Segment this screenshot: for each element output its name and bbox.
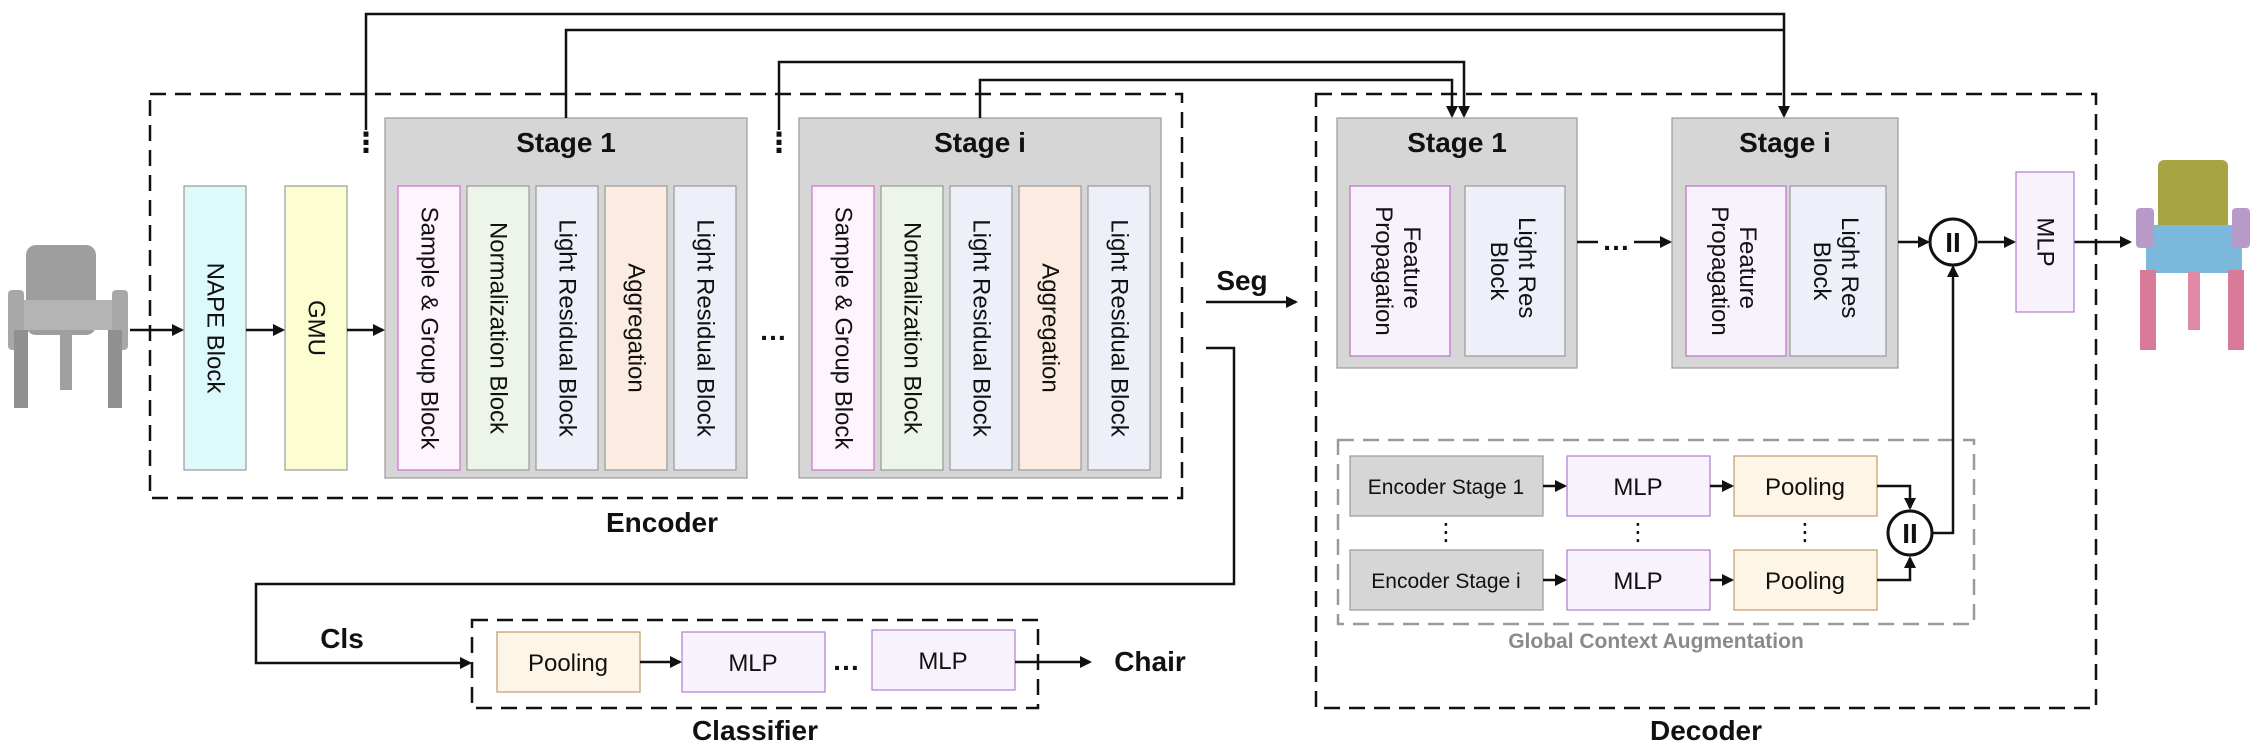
encoder-stage1-normalization bbox=[466, 185, 530, 471]
enc-s1-block-label-2: Light Residual Block bbox=[554, 219, 581, 437]
classifier-ellipsis: … bbox=[832, 645, 860, 676]
enc-si-block-label-1: Normalization Block bbox=[899, 222, 926, 435]
decoder-title: Decoder bbox=[1650, 715, 1762, 746]
gca-pooling-1-label: Pooling bbox=[1765, 474, 1845, 501]
encoder-stage1-light-residual-2 bbox=[673, 185, 737, 471]
enc-s1-block-label-3: Aggregation bbox=[623, 263, 650, 392]
decoder-stage1-title: Stage 1 bbox=[1407, 127, 1507, 158]
encoder-stage1-sample-group bbox=[397, 185, 461, 471]
enc-s1-block-label-4: Light Residual Block bbox=[692, 219, 719, 437]
cls-label: Cls bbox=[320, 623, 364, 654]
classifier-output: Chair bbox=[1114, 646, 1186, 677]
decoder: Stage 1 Stage i Feature Propagation Ligh… bbox=[1314, 92, 2132, 746]
decoder-mlp-label: MLP bbox=[2032, 217, 2059, 266]
encoder-stagei-light-residual-1 bbox=[949, 185, 1013, 471]
enc-si-block-label-2: Light Residual Block bbox=[968, 219, 995, 437]
branch-arrows bbox=[254, 296, 1298, 669]
gca-vdots-2: ⋮ bbox=[1626, 519, 1650, 546]
decoder-concat-symbol: II bbox=[1945, 227, 1961, 258]
dec-si-lrb-line1: Light Res bbox=[1836, 217, 1863, 318]
dec-si-fp-label: Feature Propagation bbox=[1706, 206, 1761, 335]
gca-title: Global Context Augmentation bbox=[1508, 630, 1804, 653]
gca-concat-node bbox=[1886, 509, 1934, 557]
encoder-stagei-aggregation bbox=[1018, 185, 1082, 471]
encoder-stagei-normalization bbox=[880, 185, 944, 471]
dec-si-fp-line1: Feature bbox=[1734, 226, 1761, 309]
enc-si-block-label-0: Sample & Group Block bbox=[830, 207, 857, 451]
gca-mlp-2 bbox=[1566, 549, 1711, 611]
encoder-stagei-title: Stage i bbox=[934, 127, 1026, 158]
gca-pooling-1 bbox=[1733, 455, 1878, 517]
dec-si-lrb-line2: Block bbox=[1808, 242, 1835, 302]
gca-encoder-stagei bbox=[1349, 549, 1544, 611]
classifier-title: Classifier bbox=[692, 715, 818, 746]
classifier-frame bbox=[470, 618, 1040, 710]
decoder-mlp bbox=[2015, 171, 2075, 313]
gca-vdots-3: ⋮ bbox=[1793, 519, 1817, 546]
encoder-vdots-1: ⋮ bbox=[352, 127, 380, 158]
gca-pooling-2-label: Pooling bbox=[1765, 568, 1845, 595]
gca-encoder-stage1-label: Encoder Stage 1 bbox=[1368, 476, 1524, 499]
encoder: Stage 1 Stage i NAPE Block GMU Sample & … bbox=[148, 92, 1184, 538]
decoder-stagei-title: Stage i bbox=[1739, 127, 1831, 158]
encoder-stage-ellipsis: … bbox=[759, 315, 787, 346]
decoder-frame bbox=[1314, 92, 2098, 710]
nape-block-label: NAPE Block bbox=[202, 263, 229, 395]
gmu-block-label: GMU bbox=[303, 300, 330, 356]
gmu-block bbox=[284, 185, 348, 471]
gca-encoder-stage1 bbox=[1349, 455, 1544, 517]
skip-connections bbox=[364, 12, 1790, 130]
enc-si-block-label-4: Light Residual Block bbox=[1106, 219, 1133, 437]
gca-mlp-1-label: MLP bbox=[1613, 474, 1662, 501]
classifier: Pooling MLP MLP … Classifier Chair bbox=[470, 618, 1186, 746]
classifier-pooling-label: Pooling bbox=[528, 650, 608, 677]
dec-s1-fp-line2: Propagation bbox=[1370, 206, 1397, 335]
gca-frame bbox=[1336, 438, 1976, 626]
decoder-stage1-feature-propagation bbox=[1349, 185, 1451, 357]
dec-si-lrb-label: Light Res Block bbox=[1808, 217, 1863, 325]
dec-s1-lrb-label: Light Res Block bbox=[1485, 217, 1540, 325]
encoder-frame bbox=[148, 92, 1184, 500]
encoder-stage1-title: Stage 1 bbox=[516, 127, 616, 158]
dec-s1-lrb-line2: Block bbox=[1485, 242, 1512, 302]
encoder-stage1-light-residual-1 bbox=[535, 185, 599, 471]
enc-si-block-label-3: Aggregation bbox=[1037, 263, 1064, 392]
classifier-pooling bbox=[496, 631, 641, 693]
gca-vdots-1: ⋮ bbox=[1434, 519, 1458, 546]
dec-s1-lrb-line1: Light Res bbox=[1513, 217, 1540, 318]
decoder-stage1-light-res-block bbox=[1464, 185, 1566, 357]
seg-label: Seg bbox=[1216, 265, 1267, 296]
classifier-mlp-2 bbox=[871, 629, 1016, 691]
gca-encoder-stagei-label: Encoder Stage i bbox=[1371, 570, 1520, 593]
encoder-stage1-aggregation bbox=[604, 185, 668, 471]
enc-s1-block-label-1: Normalization Block bbox=[485, 222, 512, 435]
input-chair-image bbox=[8, 245, 128, 408]
dec-s1-fp-label: Feature Propagation bbox=[1370, 206, 1425, 335]
encoder-stagei-light-residual-2 bbox=[1087, 185, 1151, 471]
encoder-stagei-sample-group bbox=[811, 185, 875, 471]
decoder-stagei-feature-propagation bbox=[1685, 185, 1787, 357]
nape-block bbox=[183, 185, 247, 471]
enc-s1-block-label-0: Sample & Group Block bbox=[416, 207, 443, 451]
decoder-stage-ellipsis: … bbox=[1602, 225, 1630, 256]
encoder-title: Encoder bbox=[606, 507, 718, 538]
gca-mlp-2-label: MLP bbox=[1613, 568, 1662, 595]
classifier-mlp-1 bbox=[681, 631, 826, 693]
gca-concat-symbol: II bbox=[1902, 518, 1918, 549]
classifier-mlp-1-label: MLP bbox=[728, 650, 777, 677]
decoder-stagei-light-res-block bbox=[1789, 185, 1887, 357]
output-segmented-chair-image bbox=[2136, 160, 2250, 350]
dec-si-fp-line2: Propagation bbox=[1706, 206, 1733, 335]
encoder-vdots-2: ⋮ bbox=[765, 127, 793, 158]
dec-s1-fp-line1: Feature bbox=[1398, 226, 1425, 309]
classifier-mlp-2-label: MLP bbox=[918, 648, 967, 675]
